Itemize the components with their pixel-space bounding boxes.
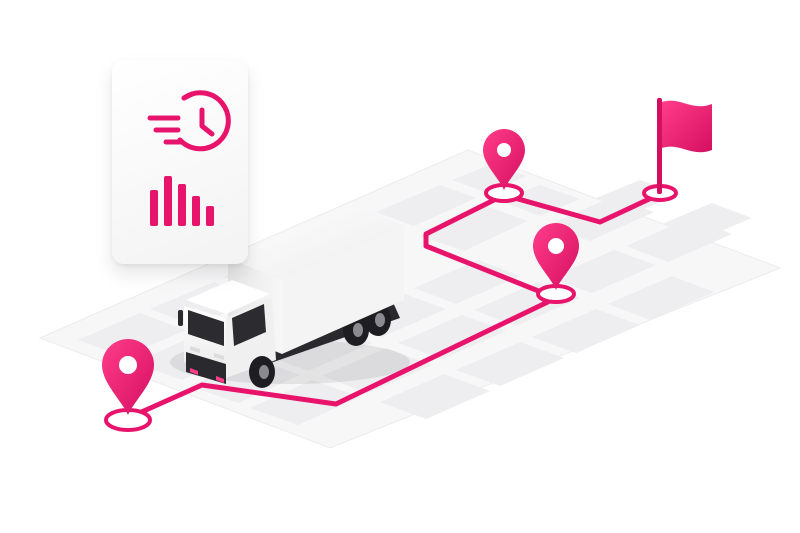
fast-clock-icon (147, 90, 231, 152)
delivery-route-line (125, 191, 663, 421)
delivery-truck (170, 204, 410, 388)
map-pin-icon (483, 129, 525, 190)
map-pin-icon (533, 223, 579, 290)
flag-icon (657, 98, 712, 194)
stats-card (112, 60, 248, 264)
bar-chart-icon (150, 176, 214, 226)
map-pin-icon (102, 339, 154, 415)
stats-card-graphics (147, 90, 231, 226)
